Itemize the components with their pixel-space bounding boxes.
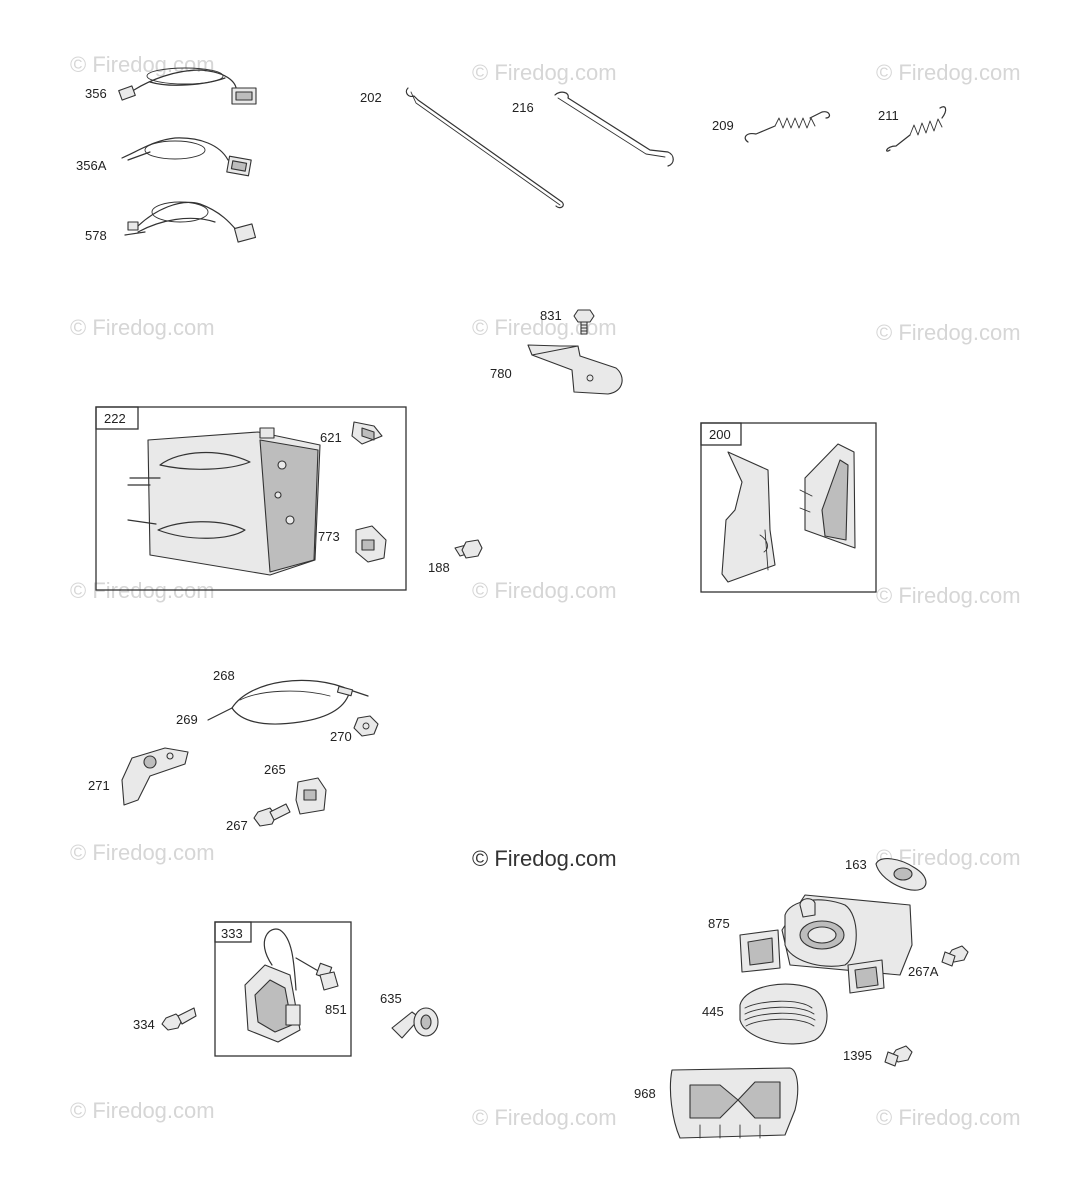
part-333-ignition-coil	[244, 928, 333, 1043]
assembly-box-200	[700, 422, 877, 593]
label-163: 163	[845, 857, 867, 872]
watermark-main: © Firedog.com	[472, 846, 617, 871]
part-578-wire	[124, 201, 257, 243]
label-271: 271	[88, 778, 110, 793]
label-270: 270	[330, 729, 352, 744]
watermark: © Firedog.com	[876, 320, 1021, 345]
label-831: 831	[540, 308, 562, 323]
part-209-spring	[744, 111, 831, 143]
part-267-screw	[253, 803, 291, 827]
label-216: 216	[512, 100, 534, 115]
label-265: 265	[264, 762, 286, 777]
part-773-clip	[355, 525, 387, 563]
part-875-air-cleaner-base	[739, 894, 913, 994]
label-356a: 356A	[76, 158, 107, 173]
watermark: © Firedog.com	[876, 60, 1021, 85]
watermark: © Firedog.com	[70, 52, 215, 77]
label-200: 200	[709, 427, 731, 442]
watermark: © Firedog.com	[472, 578, 617, 603]
label-578: 578	[85, 228, 107, 243]
part-831-screw	[573, 309, 595, 335]
part-356a-wire	[121, 137, 252, 177]
watermark: © Firedog.com	[70, 315, 215, 340]
label-202: 202	[360, 90, 382, 105]
label-222: 222	[104, 411, 126, 426]
label-968: 968	[634, 1086, 656, 1101]
assembly-box-222	[95, 406, 407, 591]
part-851-connector	[319, 971, 339, 991]
label-1395: 1395	[843, 1048, 872, 1063]
part-635-spark-plug-boot	[391, 1007, 439, 1039]
label-333: 333	[221, 926, 243, 941]
part-621-clip	[351, 421, 383, 445]
label-780: 780	[490, 366, 512, 381]
part-270-nut	[353, 715, 379, 737]
label-268: 268	[213, 668, 235, 683]
part-200-baffle	[721, 443, 856, 583]
label-267a: 267A	[908, 964, 939, 979]
part-267a-screw	[941, 945, 969, 967]
label-267: 267	[226, 818, 248, 833]
part-265-clip	[295, 777, 327, 815]
part-271-lever	[121, 747, 189, 806]
part-268-cable	[207, 679, 369, 725]
label-209: 209	[712, 118, 734, 133]
label-445: 445	[702, 1004, 724, 1019]
label-356: 356	[85, 86, 107, 101]
label-211: 211	[878, 108, 899, 123]
part-211-spring	[886, 106, 947, 152]
label-875: 875	[708, 916, 730, 931]
part-222-control-bracket	[127, 427, 321, 576]
watermark: © Firedog.com	[472, 1105, 617, 1130]
part-445-air-filter	[739, 983, 828, 1045]
part-1395-screw	[884, 1045, 913, 1067]
assembly-box-333	[214, 921, 352, 1057]
label-334: 334	[133, 1017, 155, 1032]
watermark: © Firedog.com	[70, 840, 215, 865]
part-202-link-rod	[405, 87, 564, 209]
part-780-bracket	[527, 344, 623, 395]
label-773: 773	[318, 529, 340, 544]
watermark: © Firedog.com	[876, 583, 1021, 608]
watermark: © Firedog.com	[472, 60, 617, 85]
label-188: 188	[428, 560, 450, 575]
part-968-air-cleaner-cover	[669, 1067, 799, 1139]
label-635: 635	[380, 991, 402, 1006]
part-163-gasket	[875, 858, 927, 891]
part-334-screw	[161, 1007, 197, 1031]
watermark: © Firedog.com	[876, 1105, 1021, 1130]
watermark: © Firedog.com	[70, 1098, 215, 1123]
watermark-group: © Firedog.com © Firedog.com © Firedog.co…	[70, 52, 1021, 1130]
label-851: 851	[325, 1002, 347, 1017]
part-356-wire-harness	[118, 67, 257, 105]
part-188-screw	[454, 539, 483, 559]
part-216-link-rod	[554, 91, 674, 167]
label-621: 621	[320, 430, 342, 445]
label-269: 269	[176, 712, 198, 727]
